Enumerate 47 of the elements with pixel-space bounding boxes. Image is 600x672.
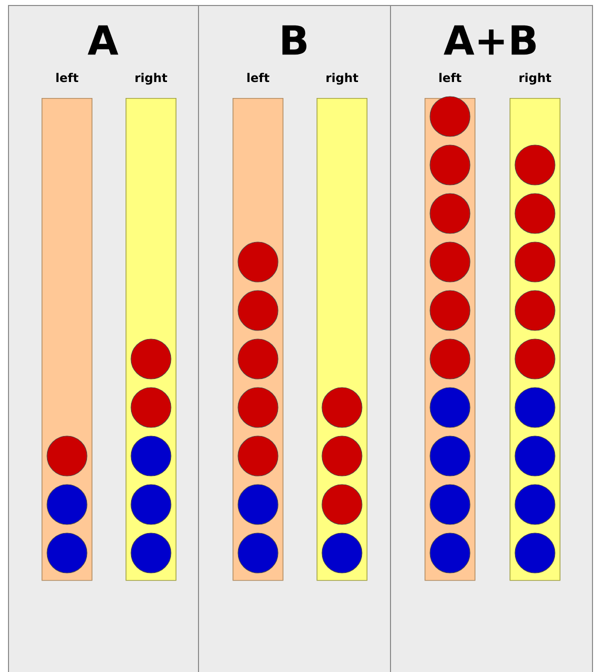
ball (430, 193, 470, 234)
ball (514, 387, 556, 428)
node-label: B (282, 25, 306, 55)
ball (130, 338, 172, 380)
ball (514, 144, 556, 186)
ball (322, 436, 362, 476)
node-label: A+B (444, 25, 536, 55)
ball (46, 436, 88, 476)
ball (430, 242, 470, 282)
node-label: right (326, 72, 358, 85)
node-label: right (520, 72, 552, 85)
node-label: A (88, 25, 118, 55)
ball (430, 436, 470, 476)
ball (322, 387, 362, 428)
ball (238, 242, 278, 282)
node-label: left (247, 72, 270, 82)
ball (130, 484, 172, 525)
ball (46, 484, 88, 525)
ball (238, 290, 278, 331)
ball (430, 338, 470, 380)
ball (514, 436, 556, 476)
ball (130, 532, 172, 574)
ball (430, 484, 470, 525)
ball (238, 436, 278, 476)
ball (514, 193, 556, 234)
ball (130, 387, 172, 428)
ball (238, 532, 278, 574)
ball (514, 290, 556, 331)
ball (514, 338, 556, 380)
ball (130, 436, 172, 476)
ball (430, 144, 470, 186)
ball (322, 532, 362, 574)
ball (430, 290, 470, 331)
ball (514, 484, 556, 525)
node-label: left (56, 72, 78, 82)
ball (238, 387, 278, 428)
node-label: left (439, 72, 462, 82)
ball (322, 484, 362, 525)
ball (430, 96, 470, 137)
ball (238, 484, 278, 525)
ball (430, 532, 470, 574)
ball (514, 242, 556, 282)
node-label: right (136, 72, 168, 85)
ball (238, 338, 278, 380)
ball (46, 532, 88, 574)
ball (430, 387, 470, 428)
ball (514, 532, 556, 574)
